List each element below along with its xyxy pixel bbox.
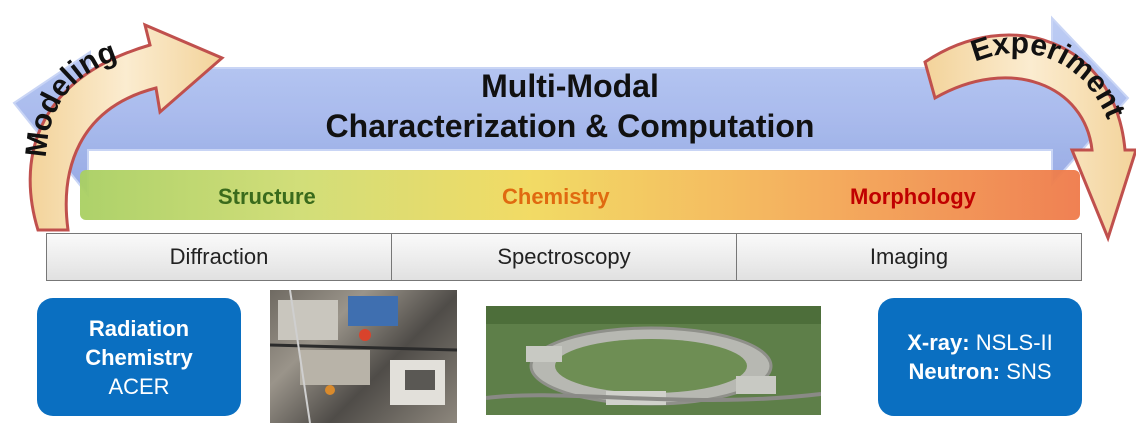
- xray-value: NSLS-II: [975, 330, 1053, 355]
- method-spectroscopy: Spectroscopy: [392, 234, 737, 280]
- acer-line-1: Radiation: [88, 315, 190, 341]
- acer-facility-box: Radiation Chemistry ACER: [37, 298, 241, 416]
- property-chemistry: Chemistry: [502, 184, 610, 209]
- synchrotron-aerial-photo: [486, 306, 821, 415]
- property-structure: Structure: [218, 184, 316, 209]
- title-line-2: Characterization & Computation: [325, 108, 815, 144]
- beamline-facility-box: X-ray: NSLS-II Neutron: SNS: [878, 298, 1082, 416]
- method-imaging: Imaging: [869, 244, 949, 269]
- xray-line: X-ray: NSLS-II: [907, 328, 1053, 357]
- xray-label: X-ray:: [907, 330, 970, 355]
- method-bar: Diffraction Spectroscopy Imaging: [46, 233, 1082, 281]
- synchrotron-ring-illustration: [486, 306, 821, 415]
- neutron-value: SNS: [1006, 359, 1052, 384]
- lab-equipment-photo: [270, 290, 457, 423]
- acer-line-3: ACER: [108, 373, 170, 399]
- title-line-1: Multi-Modal: [481, 68, 659, 104]
- modeling-arrow: [28, 22, 225, 232]
- lab-equipment-illustration: [270, 290, 457, 423]
- neutron-line: Neutron: SNS: [908, 357, 1051, 386]
- property-morphology: Morphology: [850, 184, 976, 209]
- neutron-label: Neutron:: [908, 359, 1001, 384]
- property-gradient-band: [80, 170, 1080, 220]
- experiment-arrow: [923, 33, 1136, 243]
- method-diffraction: Diffraction: [47, 234, 392, 280]
- acer-line-2: Chemistry: [85, 344, 193, 370]
